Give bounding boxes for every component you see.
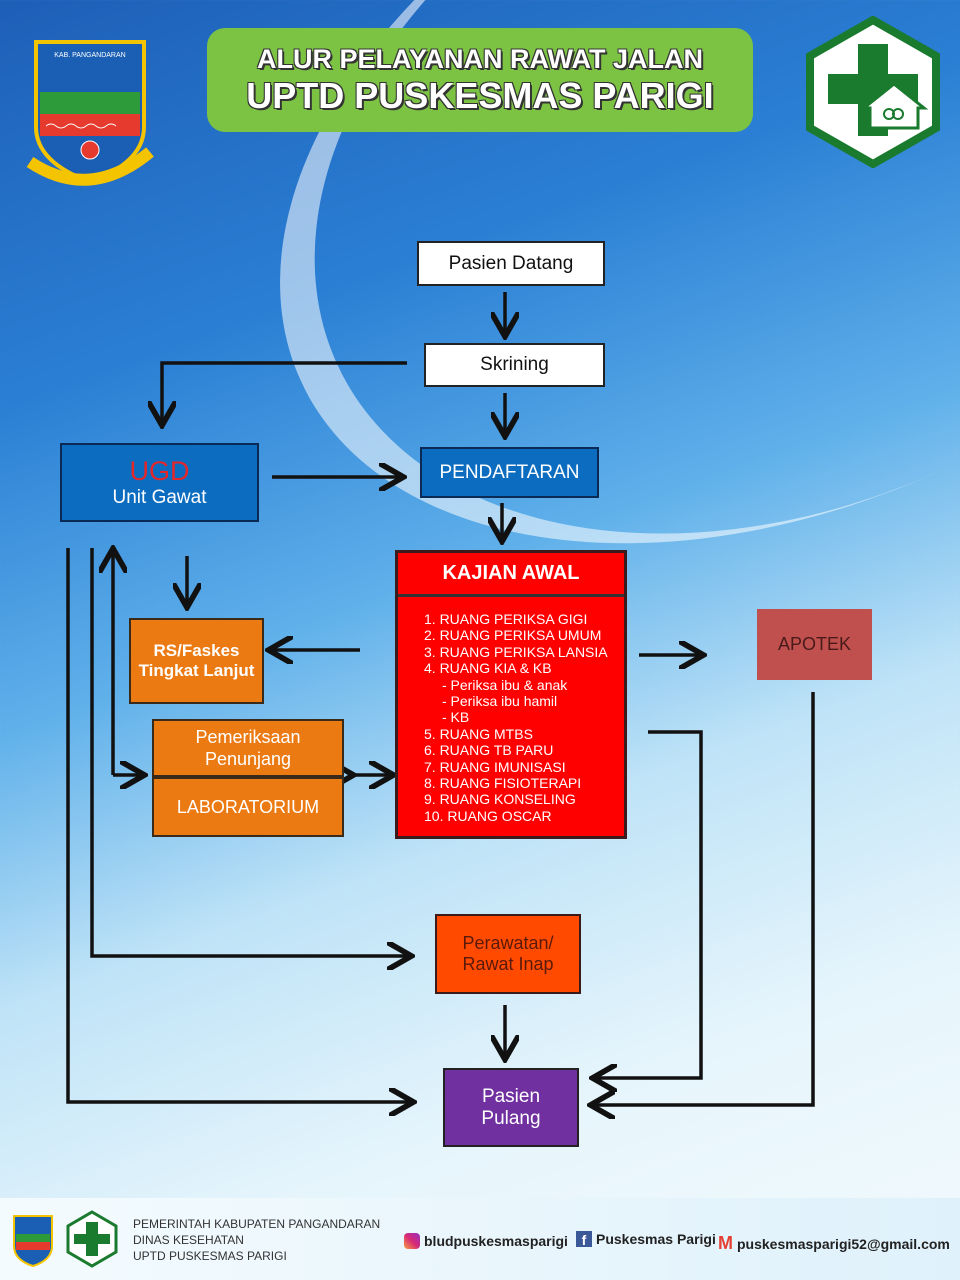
pulang-line-2: Pulang [481,1107,541,1129]
penunjang-line-1: Pemeriksaan [195,727,301,747]
box-ugd: UGD Unit Gawat [60,443,259,522]
box-pendaftaran: PENDAFTARAN [420,447,599,498]
kajian-item: 4. RUANG KIA & KB [424,660,552,677]
facebook-name: Puskesmas Parigi [596,1231,716,1247]
rs-line-2: Tingkat Lanjut [138,661,255,680]
box-rawat-inap: Perawatan/ Rawat Inap [435,914,581,994]
pasien-datang-label: Pasien Datang [448,252,574,274]
flow-arrows [66,292,815,1200]
box-pasien-datang: Pasien Datang [417,241,605,286]
kajian-item: 10. RUANG OSCAR [424,807,552,824]
kajian-item: 8. RUANG FISIOTERAPI [424,775,582,792]
footer-facebook[interactable]: f Puskesmas Parigi [576,1231,716,1248]
arrow-apotek-pulang [594,692,815,1105]
box-laboratorium: LABORATORIUM [152,777,344,837]
kajian-item: - KB [442,709,470,726]
box-apotek: APOTEK [757,609,872,680]
kajian-title: KAJIAN AWAL [398,553,624,597]
footer-email[interactable]: M puskesmasparigi52@gmail.com [718,1233,950,1254]
arrow-ugd-pulang [66,548,410,1102]
title-line-2: UPTD PUSKESMAS PARIGI [246,74,714,116]
kajian-item: 2. RUANG PERIKSA UMUM [424,627,602,644]
instagram-icon [404,1233,420,1249]
box-skrining: Skrining [424,343,605,387]
skrining-label: Skrining [480,354,549,375]
puskesmas-logo [806,16,940,168]
rawat-line-2: Rawat Inap [462,954,554,974]
rs-line-1: RS/Faskes [153,641,240,660]
footer-org-text: PEMERINTAH KABUPATEN PANGANDARAN DINAS K… [133,1216,380,1264]
gmail-icon: M [718,1233,733,1253]
kajian-item: - Periksa ibu hamil [442,693,558,710]
facebook-icon: f [576,1231,592,1248]
ugd-subtitle: Unit Gawat [112,487,207,508]
penunjang-line-2: Penunjang [204,749,292,769]
kajian-item: 7. RUANG IMUNISASI [424,758,566,775]
instagram-handle: bludpuskesmasparigi [424,1233,568,1249]
footer-instagram[interactable]: bludpuskesmasparigi [404,1233,568,1249]
kajian-item: 1. RUANG PERIKSA GIGI [424,611,588,627]
arrow-skrining-ugd [162,361,407,422]
kabupaten-emblem-logo: KAB. PANGANDARAN [26,40,154,186]
box-rs-faskes: RS/Faskes Tingkat Lanjut [129,618,264,704]
kajian-item: 3. RUANG PERIKSA LANSIA [424,643,608,660]
pendaftaran-label: PENDAFTARAN [439,461,580,483]
footer-kabupaten-logo [13,1215,53,1268]
footer-org-1: PEMERINTAH KABUPATEN PANGANDARAN [133,1217,381,1231]
laboratorium-label: LABORATORIUM [176,796,320,817]
title-banner: ALUR PELAYANAN RAWAT JALAN UPTD PUSKESMA… [207,28,753,132]
rawat-line-1: Perawatan/ [462,933,554,953]
svg-text:KAB. PANGANDARAN: KAB. PANGANDARAN [54,52,125,59]
pulang-line-1: Pasien [481,1085,541,1107]
footer: PEMERINTAH KABUPATEN PANGANDARAN DINAS K… [0,1198,960,1280]
footer-org-3: UPTD PUSKESMAS PARIGI [133,1249,287,1263]
footer-puskesmas-logo [66,1210,118,1268]
box-pemeriksaan-penunjang: Pemeriksaan Penunjang [152,719,344,777]
kajian-item: 9. RUANG KONSELING [424,791,576,808]
email-address: puskesmasparigi52@gmail.com [737,1235,950,1252]
apotek-label: APOTEK [777,634,852,654]
box-pasien-pulang: Pasien Pulang [443,1068,579,1147]
ugd-title: UGD [129,456,190,486]
footer-org-2: DINAS KESEHATAN [133,1233,244,1247]
arrow-ugd-rawat-inap [90,548,408,956]
arrow-kajian-pulang [596,730,703,1078]
title-line-1: ALUR PELAYANAN RAWAT JALAN [256,43,704,74]
kajian-item: 5. RUANG MTBS [424,725,533,742]
kajian-item: 6. RUANG TB PARU [424,742,554,759]
kajian-item: - Periksa ibu & anak [442,676,568,693]
